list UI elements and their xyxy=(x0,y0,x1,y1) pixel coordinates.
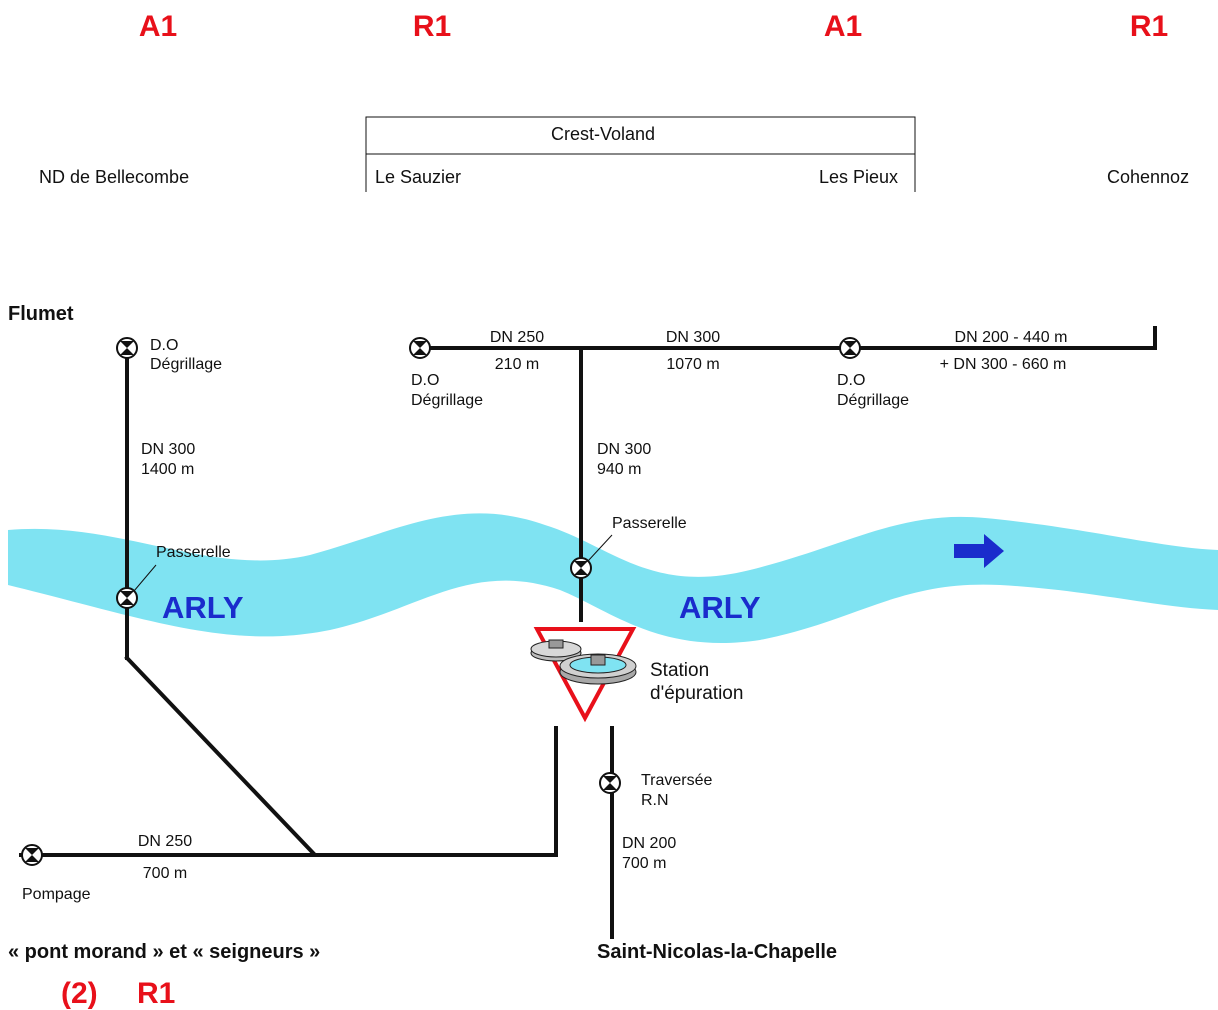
bottom-code-label: R1 xyxy=(137,977,175,1010)
degrillage-right-label: Dégrillage xyxy=(837,392,909,409)
station-epuration-icon xyxy=(530,627,637,723)
rn-label: R.N xyxy=(641,792,669,809)
do-left-valve-icon xyxy=(409,337,431,359)
top-left-pipe-length: 210 m xyxy=(495,356,539,373)
top-right-pipe-length: + DN 300 - 660 m xyxy=(940,356,1067,373)
station-label-line1: Station xyxy=(650,660,709,681)
top-label-3: A1 xyxy=(824,10,862,43)
flumet-pipe-length: 1400 m xyxy=(141,461,194,478)
do-flumet-label: D.O xyxy=(150,337,178,354)
top-mid-pipe-dn: DN 300 xyxy=(666,329,720,346)
nd-bellecombe-label: ND de Bellecombe xyxy=(39,167,189,187)
station-label-line2: d'épuration xyxy=(650,683,743,704)
do-left-label: D.O xyxy=(411,372,439,389)
top-label-4: R1 xyxy=(1130,10,1168,43)
arly-river xyxy=(8,513,1218,644)
traversee-label: Traversée xyxy=(641,772,713,789)
crest-voland-label: Crest-Voland xyxy=(551,124,655,144)
pompage-valve-icon xyxy=(21,844,43,866)
top-label-1: A1 xyxy=(139,10,177,43)
center-pipe-length: 940 m xyxy=(597,461,641,478)
passerelle-center-leader xyxy=(587,534,613,562)
le-sauzier-label: Le Sauzier xyxy=(375,167,461,187)
flow-direction-arrow-icon xyxy=(954,534,1004,568)
passerelle-center-label: Passerelle xyxy=(612,515,687,532)
saint-nicolas-label: Saint-Nicolas-la-Chapelle xyxy=(597,941,837,963)
top-label-2: R1 xyxy=(413,10,451,43)
degrillage-flumet-label: Dégrillage xyxy=(150,356,222,373)
top-left-pipe-dn: DN 250 xyxy=(490,329,544,346)
flumet-pipe-dn: DN 300 xyxy=(141,441,195,458)
south-pipe-dn: DN 200 xyxy=(622,835,676,852)
arly-label-left: ARLY xyxy=(162,590,244,625)
les-pieux-label: Les Pieux xyxy=(819,167,898,187)
top-right-pipe-dn: DN 200 - 440 m xyxy=(955,329,1068,346)
south-pipe-length: 700 m xyxy=(622,855,666,872)
cohennoz-label: Cohennoz xyxy=(1107,167,1189,187)
pipe-network xyxy=(19,326,1157,939)
pont-morand-label: « pont morand » et « seigneurs » xyxy=(8,941,320,963)
center-pipe-dn: DN 300 xyxy=(597,441,651,458)
passerelle-left-leader xyxy=(133,564,157,592)
bottom-pipe-dn: DN 250 xyxy=(138,833,192,850)
bottom-pipe-length: 700 m xyxy=(143,865,187,882)
do-right-label: D.O xyxy=(837,372,865,389)
flumet-label: Flumet xyxy=(8,303,74,325)
traversee-valve-icon xyxy=(599,772,621,794)
degrillage-left-label: Dégrillage xyxy=(411,392,483,409)
do-right-valve-icon xyxy=(839,337,861,359)
bottom-number-label: (2) xyxy=(61,977,98,1010)
arly-label-right: ARLY xyxy=(679,590,761,625)
pompage-label: Pompage xyxy=(22,886,91,903)
do-flumet-valve-icon xyxy=(116,337,138,359)
passerelle-left-label: Passerelle xyxy=(156,544,231,561)
crest-voland-box xyxy=(365,116,916,192)
top-mid-pipe-length: 1070 m xyxy=(666,356,719,373)
